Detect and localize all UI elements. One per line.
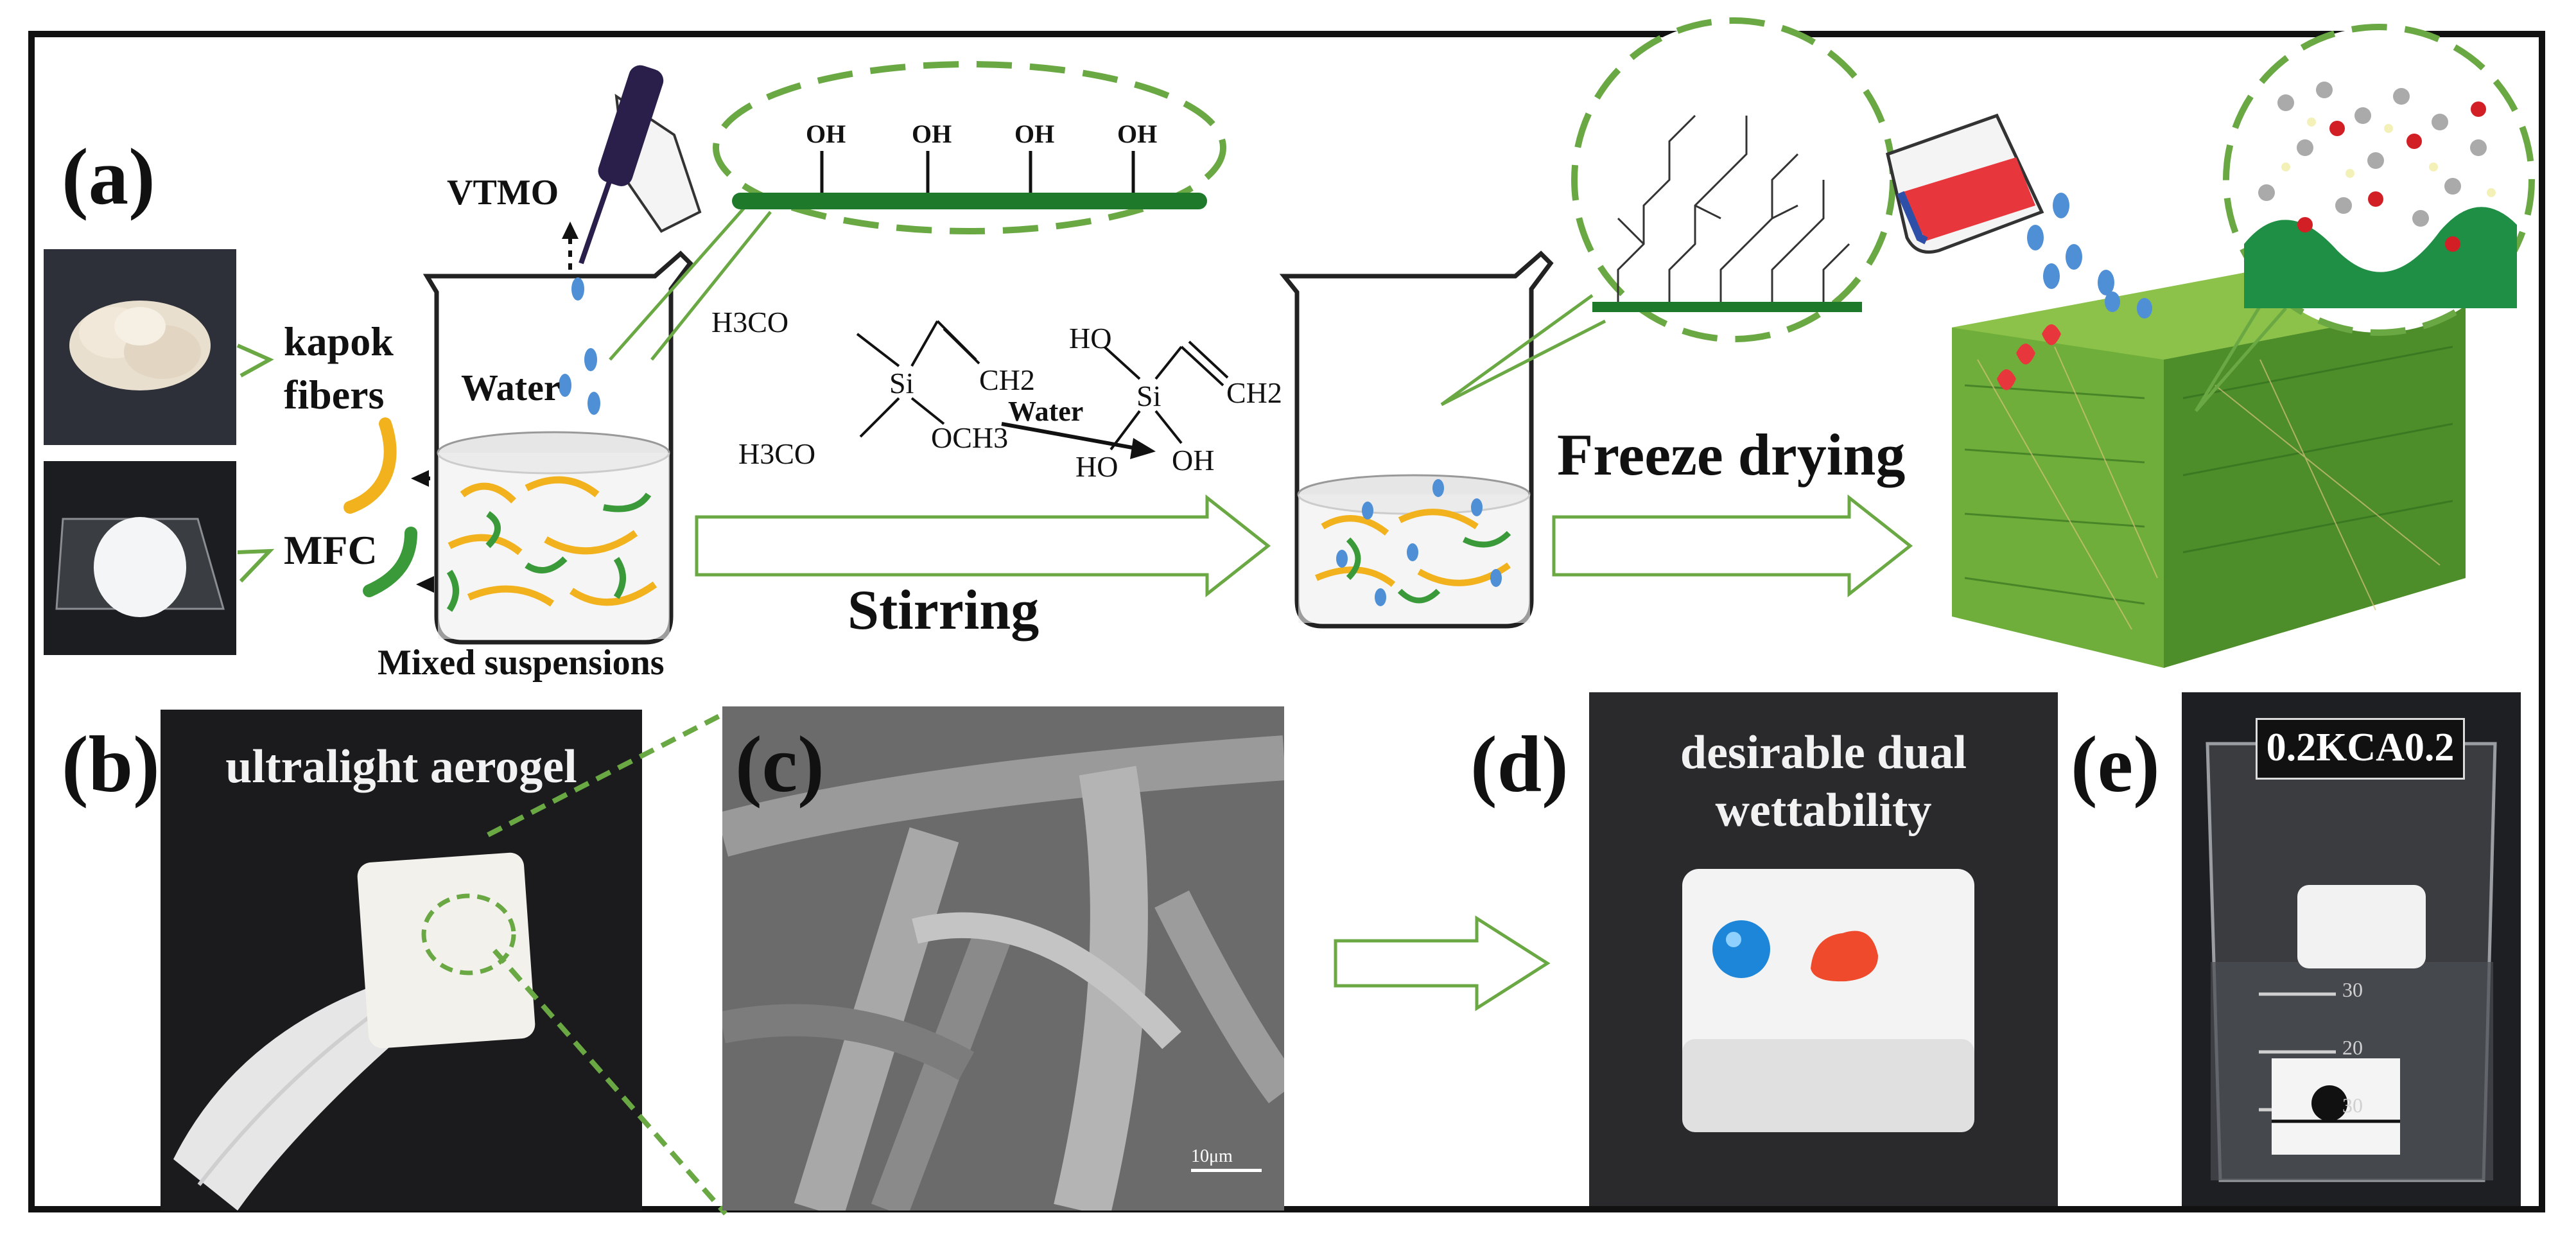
sponge-with-droplets-image (1682, 869, 1974, 1132)
beaker-1 (422, 250, 693, 645)
mfc-bracket (237, 548, 275, 583)
ho-bottom-label: HO (1075, 450, 1118, 483)
mfc-gel-image (55, 517, 225, 617)
oh-label-4: OH (1117, 119, 1158, 148)
panel-label-c: (c) (735, 721, 824, 809)
stirring-label: Stirring (848, 579, 1040, 642)
kapok-fiber-icon (344, 417, 397, 514)
kapok-label-line1: kapok (284, 319, 394, 364)
kapok-photo (44, 249, 236, 445)
beaker-with-aerogel-image (2206, 742, 2497, 1182)
beaker-2 (1279, 250, 1554, 629)
panel-label-d: (d) (1470, 721, 1569, 809)
panel-label-e: (e) (2071, 721, 2160, 809)
synthesis-scheme (236, 17, 2535, 668)
h3co-top-label: H3CO (711, 306, 789, 338)
beaker-tick-30-top: 30 (2342, 978, 2363, 1001)
kapok-bracket (236, 344, 274, 378)
ch2-right-label: CH2 (1226, 376, 1282, 409)
kapok-cotton-image (69, 301, 211, 390)
stirring-arrow (695, 494, 1271, 598)
aerogel-photo: ultralight aerogel (161, 710, 642, 1211)
aerogel-caption: ultralight aerogel (225, 740, 577, 793)
wettability-caption-2: wettability (1715, 784, 1932, 837)
vtmo-label: VTMO (447, 173, 559, 213)
freeze-drying-arrow (1552, 494, 1913, 598)
reaction-water-label: Water (1008, 396, 1084, 427)
panel-label-a: (a) (62, 133, 155, 222)
surface-wave (2244, 207, 2517, 308)
wettability-caption-1: desirable dual (1680, 726, 1967, 779)
oh-label-3: OH (1014, 119, 1055, 148)
ch2-left-label: CH2 (979, 363, 1035, 396)
sample-label-box: 0.2KCA0.2 (2256, 718, 2465, 780)
si-right-label: Si (1136, 380, 1162, 412)
ho-top-label: HO (1069, 322, 1112, 354)
mixed-suspensions-label: Mixed suspensions (378, 643, 665, 683)
h3co-bottom-label: H3CO (738, 437, 816, 470)
pouring-cup-icon (1886, 113, 2044, 254)
freeze-drying-label: Freeze drying (1557, 422, 1906, 487)
mfc-fiber-icon (363, 527, 417, 597)
water-label: Water (461, 367, 561, 408)
cellulose-chain (732, 193, 1207, 209)
silane-network-callout (1571, 17, 1896, 342)
aerogel-on-feather-image (173, 852, 535, 1211)
pipette-hand-icon (579, 65, 702, 265)
silane-network-bonds (1617, 114, 1850, 302)
mfc-photo (44, 461, 236, 655)
oh-right-label: OH (1172, 444, 1215, 477)
oh-label-1: OH (806, 119, 846, 148)
mfc-label: MFC (284, 527, 378, 573)
si-left-label: Si (889, 367, 914, 399)
sem-fibers (722, 706, 1284, 1211)
oh-label-2: OH (912, 119, 952, 148)
wettability-photo: desirable dual wettability (1589, 692, 2058, 1206)
sample-label: 0.2KCA0.2 (2266, 726, 2455, 769)
silane-chain-base (1592, 302, 1862, 312)
beaker-tick-20: 20 (2342, 1036, 2363, 1059)
zoom-lines (487, 710, 728, 1216)
beaker-tick-30-bottom: 30 (2342, 1094, 2363, 1117)
kapok-label-line2: fibers (284, 372, 385, 417)
c-to-d-arrow (1334, 915, 1551, 1011)
floating-photo: 0.2KCA0.2 30 20 30 (2182, 692, 2521, 1206)
panel-label-b: (b) (62, 721, 160, 809)
och3-label: OCH3 (931, 421, 1009, 454)
sem-scale-bar (1191, 1169, 1262, 1172)
sem-scale-label: 10μm (1191, 1146, 1233, 1166)
oh-callout-ellipse (713, 61, 1226, 234)
sem-image: (c) 10μm (722, 706, 1284, 1211)
